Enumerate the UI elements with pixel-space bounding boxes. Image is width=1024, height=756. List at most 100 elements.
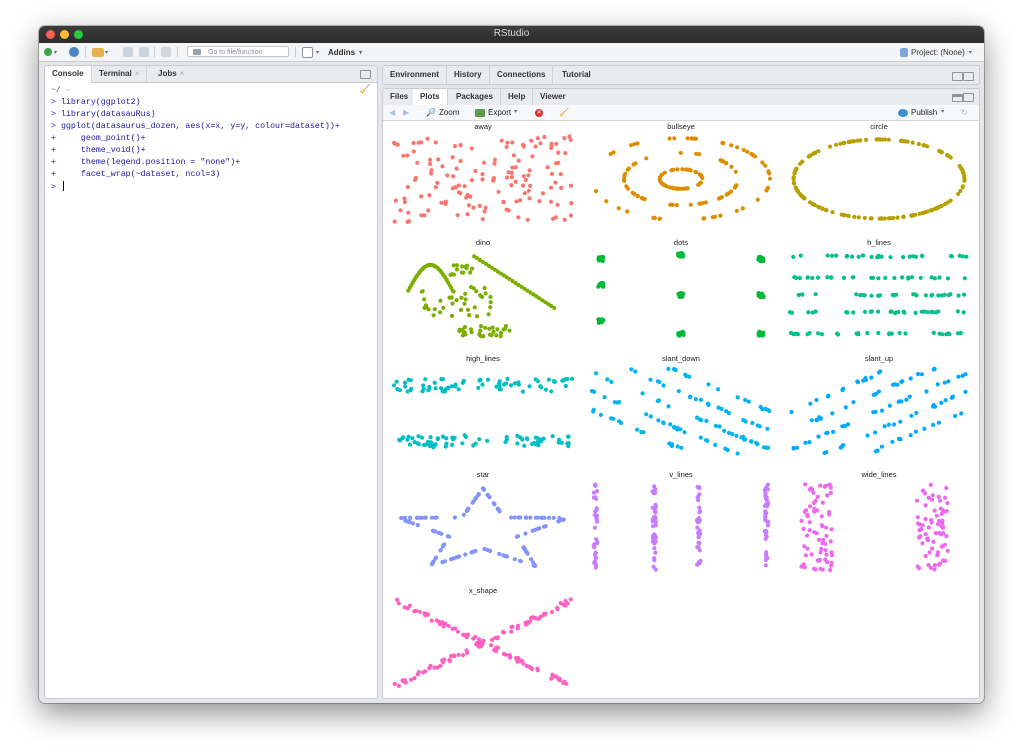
data-point — [873, 430, 878, 435]
data-point — [433, 140, 438, 145]
data-point — [591, 543, 596, 548]
tab-help[interactable]: Help — [501, 89, 534, 105]
data-point — [945, 153, 950, 158]
data-point — [490, 178, 496, 183]
refresh-icon[interactable]: ↻ — [961, 108, 968, 117]
data-point — [662, 170, 667, 175]
back-arrow-icon[interactable]: ◀ — [389, 108, 396, 117]
save-all-button[interactable] — [139, 46, 149, 58]
tab-environment[interactable]: Environment — [383, 66, 447, 84]
close-tab-icon[interactable]: × — [134, 69, 140, 78]
open-file-button[interactable]: ▾ — [92, 46, 108, 58]
data-point — [559, 185, 564, 190]
data-point — [526, 188, 531, 193]
data-point — [830, 210, 835, 215]
data-point — [802, 196, 807, 201]
project-menu[interactable]: Project: (None) ▾ — [900, 46, 972, 58]
close-tab-icon[interactable]: × — [179, 69, 185, 78]
data-point — [825, 430, 830, 435]
data-point — [814, 418, 819, 423]
data-point — [854, 292, 859, 297]
data-point — [433, 386, 438, 391]
data-point — [696, 534, 701, 539]
data-point — [422, 213, 427, 218]
print-button[interactable] — [161, 46, 171, 58]
data-point — [675, 444, 680, 449]
data-point — [495, 645, 501, 650]
data-point — [468, 270, 473, 275]
data-point — [807, 528, 812, 533]
go-to-file-input[interactable]: Go to file/function — [187, 46, 289, 57]
data-point — [948, 292, 953, 297]
data-point — [540, 515, 545, 520]
data-point — [524, 549, 529, 554]
data-point — [516, 282, 521, 288]
data-point — [650, 519, 655, 524]
forward-arrow-icon[interactable]: ▶ — [403, 108, 410, 117]
tab-history[interactable]: History — [447, 66, 490, 84]
maximize-pane-icon[interactable] — [360, 70, 371, 79]
data-point — [569, 376, 575, 381]
data-point — [661, 182, 667, 187]
tab-terminal[interactable]: Terminal× — [92, 66, 148, 82]
data-point — [450, 272, 455, 277]
data-point — [791, 175, 796, 180]
data-point — [879, 254, 884, 259]
maximize-pane-icon[interactable] — [963, 72, 974, 81]
data-point — [556, 150, 561, 155]
remove-plot-button[interactable]: ✕ — [535, 106, 543, 119]
data-point — [791, 446, 796, 451]
data-point — [816, 204, 821, 209]
tab-console[interactable]: Console — [45, 66, 92, 83]
data-point — [523, 515, 528, 520]
tab-files[interactable]: Files — [383, 89, 417, 105]
maximize-window-button[interactable] — [74, 30, 83, 39]
clear-console-icon[interactable]: 🧹 — [359, 85, 371, 95]
minimize-window-button[interactable] — [60, 30, 69, 39]
data-point — [592, 525, 597, 530]
tab-viewer[interactable]: Viewer — [533, 89, 573, 105]
data-point — [495, 636, 500, 641]
console-prompt[interactable]: > — [51, 181, 64, 194]
data-point — [920, 254, 925, 259]
close-window-button[interactable] — [46, 30, 55, 39]
console-output[interactable]: ~/ ⇨ 🧹 > library(ggplot2) > library(data… — [45, 83, 377, 698]
data-point — [924, 389, 929, 394]
data-point — [622, 178, 627, 183]
tab-jobs[interactable]: Jobs× — [151, 66, 191, 82]
go-to-dir-icon[interactable]: ⇨ — [65, 86, 71, 95]
data-point — [825, 275, 830, 280]
data-point — [401, 153, 406, 158]
save-button[interactable] — [123, 46, 133, 58]
new-project-button[interactable] — [69, 46, 79, 58]
console-line: > library(ggplot2) — [51, 98, 141, 107]
addins-menu[interactable]: Addins ▾ — [328, 46, 362, 58]
tab-packages[interactable]: Packages — [449, 89, 501, 105]
data-point — [439, 200, 444, 205]
zoom-button[interactable]: 🔎Zoom — [426, 106, 459, 119]
data-point — [804, 508, 809, 513]
data-point — [791, 180, 796, 185]
data-point — [437, 622, 443, 627]
data-point — [657, 379, 662, 385]
restore-pane-icon[interactable] — [952, 72, 963, 81]
tab-connections[interactable]: Connections — [490, 66, 554, 84]
new-file-button[interactable]: ▾ — [44, 46, 57, 58]
data-point — [888, 255, 893, 260]
data-point — [492, 157, 498, 162]
data-point — [473, 634, 478, 640]
data-point — [843, 423, 848, 429]
export-button[interactable]: Export▾ — [475, 106, 517, 119]
clear-plots-button[interactable]: 🧹 — [559, 106, 569, 119]
data-point — [930, 497, 935, 502]
tab-tutorial[interactable]: Tutorial — [555, 66, 598, 84]
publish-button[interactable]: Publish▾ — [898, 106, 944, 119]
tab-plots[interactable]: Plots — [413, 89, 448, 106]
data-point — [763, 557, 768, 562]
data-point — [922, 309, 927, 314]
minimize-pane-icon[interactable] — [952, 94, 963, 102]
data-point — [554, 141, 559, 146]
pane-layout-button[interactable]: ▾ — [302, 46, 319, 58]
data-point — [697, 485, 702, 490]
maximize-pane-icon[interactable] — [963, 93, 974, 102]
